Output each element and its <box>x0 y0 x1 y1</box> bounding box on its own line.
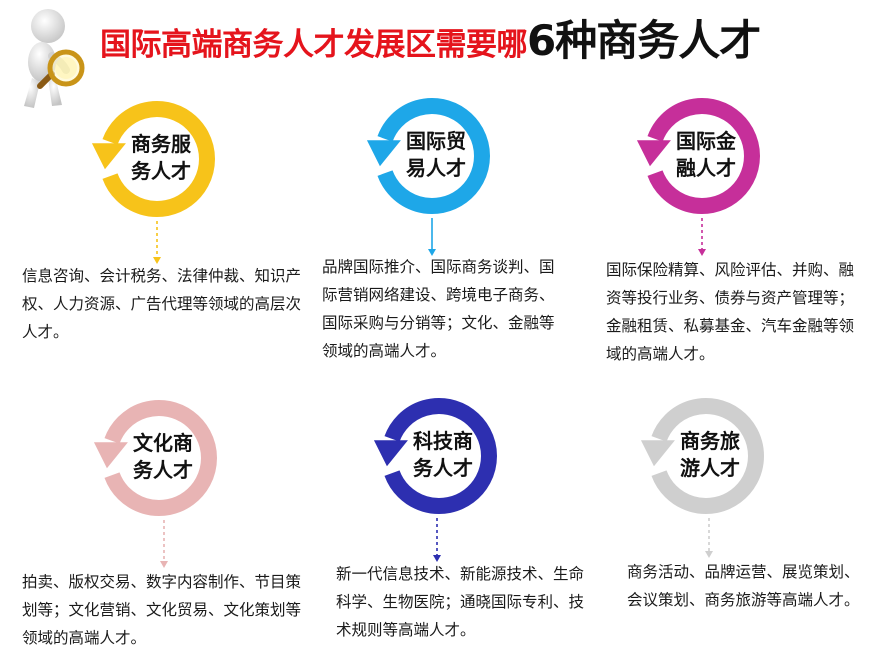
category-label: 国际金融人才 <box>646 128 766 182</box>
ring-arrowhead <box>93 442 128 469</box>
ring-arrowhead <box>636 140 671 167</box>
category-description: 国际保险精算、风险评估、并购、融资等投行业务、债券与资产管理等；金融租赁、私募基… <box>606 261 855 363</box>
circular-arrow-icon <box>640 398 764 514</box>
category-label-line-1: 国际金 <box>676 129 736 153</box>
title-part-1: 国际高端商务人才发展区需要哪 <box>100 27 528 63</box>
connector-arrow <box>160 520 168 568</box>
ring-arrowhead <box>366 140 401 167</box>
circular-arrow-icon <box>93 400 217 516</box>
ring-arc <box>647 98 760 214</box>
category-description: 信息咨询、会计税务、法律仲裁、知识产权、人力资源、广告代理等领域的高层次人才。 <box>22 267 302 341</box>
ring-arc <box>104 400 217 516</box>
circular-arrow-icon <box>636 98 760 214</box>
category-label: 国际贸易人才 <box>376 128 496 182</box>
ring-arc <box>102 101 215 217</box>
category-label-line-2: 融人才 <box>676 156 736 180</box>
circular-arrow-icon <box>91 101 215 217</box>
mascot-magnifier-icon <box>24 9 85 108</box>
ring-arc <box>651 398 764 514</box>
title-part-2: 6种商务人才 <box>527 16 761 65</box>
category-description: 商务活动、品牌运营、展览策划、会议策划、商务旅游等高端人才。 <box>627 563 860 609</box>
ring-arc <box>384 398 497 514</box>
connector-arrow <box>428 218 436 256</box>
ring-arrowhead <box>373 440 408 467</box>
connector-arrow <box>698 218 706 256</box>
category-label: 文化商务人才 <box>103 430 223 484</box>
ring-arc <box>377 98 490 214</box>
category-label: 商务服务人才 <box>101 131 221 185</box>
category-label-line-2: 务人才 <box>131 159 191 183</box>
category-label-line-1: 科技商 <box>413 429 473 453</box>
ring-arrowhead <box>91 143 126 170</box>
ring-arrowhead <box>640 440 675 467</box>
connector-arrow <box>433 518 441 562</box>
category-label-line-1: 文化商 <box>133 431 193 455</box>
category-label-line-2: 游人才 <box>680 456 740 480</box>
circular-arrow-icon <box>373 398 497 514</box>
circular-arrow-icon <box>366 98 490 214</box>
category-label: 商务旅游人才 <box>650 428 770 482</box>
category-label-line-2: 务人才 <box>133 458 193 482</box>
category-description: 拍卖、版权交易、数字内容制作、节目策划等；文化营销、文化贸易、文化策划等领域的高… <box>22 573 302 647</box>
category-label: 科技商务人才 <box>383 428 503 482</box>
category-label-line-1: 商务服 <box>131 132 191 156</box>
category-label-line-2: 易人才 <box>406 156 466 180</box>
category-label-line-2: 务人才 <box>413 456 473 480</box>
page-title: 国际高端商务人才发展区需要哪 6种商务人才 <box>100 8 761 68</box>
category-label-line-1: 国际贸 <box>406 129 466 153</box>
connector-arrow <box>153 221 161 264</box>
connector-arrow <box>705 518 713 558</box>
category-description: 新一代信息技术、新能源技术、生命科学、生物医院；通晓国际专利、技术规则等高端人才… <box>336 565 585 639</box>
category-description: 品牌国际推介、国际商务谈判、国际营销网络建设、跨境电子商务、国际采购与分销等；文… <box>322 258 555 360</box>
category-label-line-1: 商务旅 <box>680 429 740 453</box>
